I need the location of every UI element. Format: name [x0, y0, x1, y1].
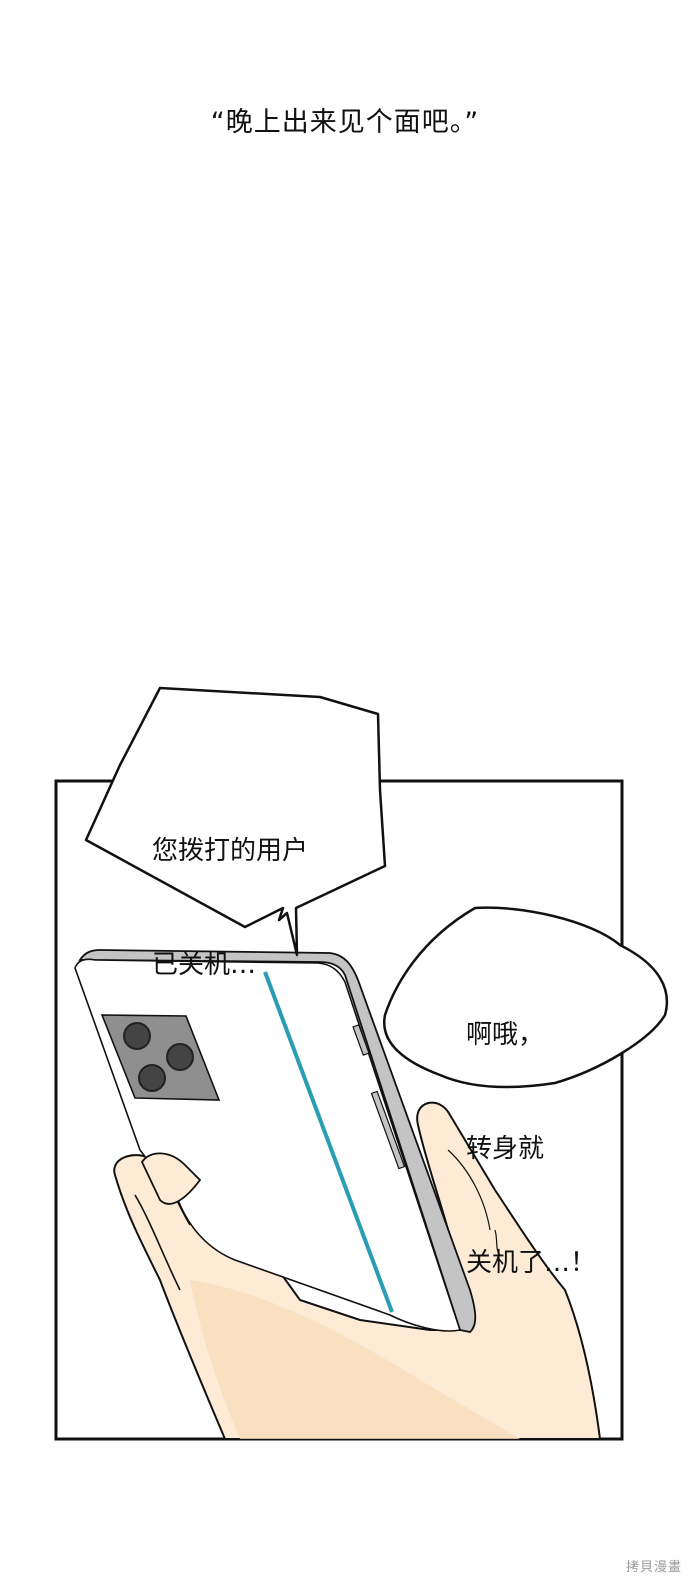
bubble-line: 关机了…！ [466, 1248, 597, 1278]
speech-bubble-phone-voice-text: 您拨打的用户 已关机… [152, 756, 308, 1022]
bubble-line: 您拨打的用户 [152, 836, 309, 866]
bubble-line: 转身就 [466, 1134, 545, 1164]
bubble-line: 啊哦， [466, 1020, 545, 1050]
phone-illustration [74, 949, 477, 1333]
speech-bubble-reaction-text: 啊哦， 转身就 关机了…！ [466, 940, 596, 1320]
narration-caption: “晚上出来见个面吧。” [210, 107, 480, 138]
speech-bubble-phone-voice [84, 686, 387, 957]
bubble-line: 已关机… [152, 950, 257, 980]
watermark: 拷貝漫畫 [625, 1560, 682, 1575]
speech-bubble-reaction [383, 906, 669, 1089]
